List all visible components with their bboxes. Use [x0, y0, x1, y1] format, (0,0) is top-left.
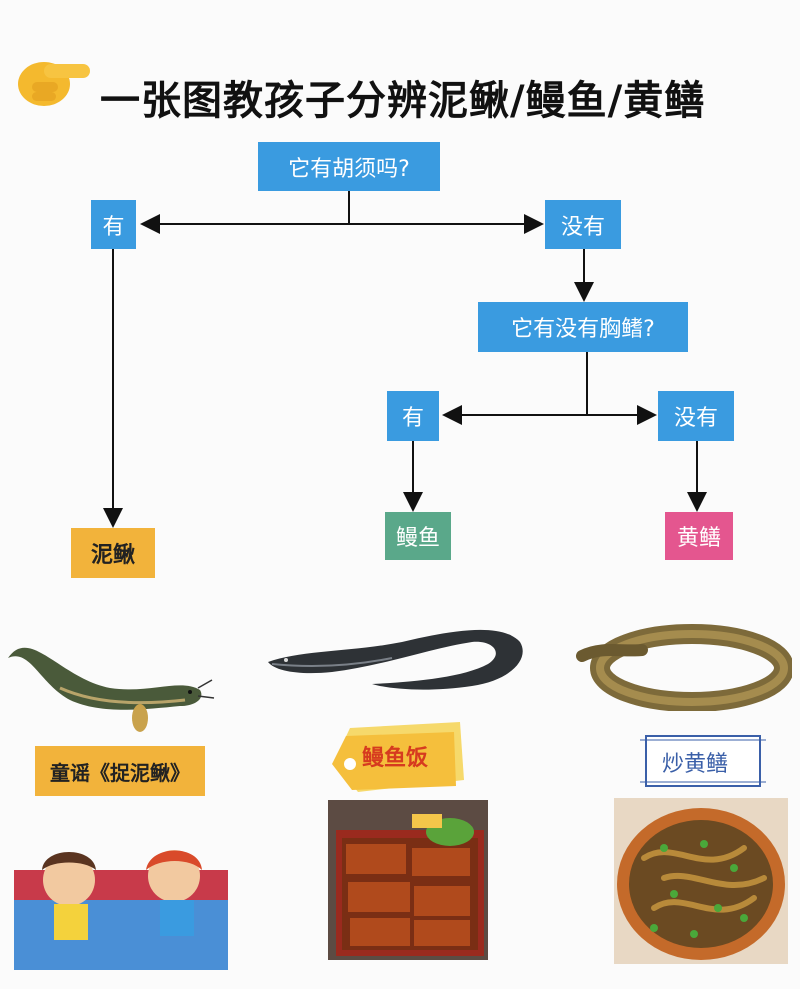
answer-no-whiskers: 没有 — [545, 200, 621, 249]
page-title: 一张图教孩子分辨泥鳅/鳗鱼/黄鳝 — [100, 78, 706, 124]
result-swamp-eel: 黄鳝 — [665, 512, 733, 560]
answer-no-fin: 没有 — [658, 391, 734, 441]
caption-stir-fry: 炒黄鳝 — [662, 752, 729, 777]
eel-image — [268, 629, 523, 690]
answer-yes-whiskers: 有 — [91, 200, 136, 249]
pointing-hand-icon — [18, 62, 90, 106]
question-pectoral-fin: 它有没有胸鳍? — [478, 302, 688, 352]
stir-fry-frame — [640, 735, 766, 787]
caption-eel-rice: 鳗鱼饭 — [362, 746, 429, 771]
stir-fried-swamp-eel-image — [614, 798, 788, 964]
result-loach: 泥鳅 — [71, 528, 155, 578]
caption-loach-song: 童谣《捉泥鳅》 — [35, 746, 205, 796]
result-eel: 鳗鱼 — [385, 512, 451, 560]
question-whiskers: 它有胡须吗? — [258, 142, 440, 191]
children-catching-loach-image — [14, 850, 228, 970]
loach-image — [8, 647, 215, 732]
swamp-eel-image — [576, 624, 792, 711]
eel-rice-tag — [332, 722, 464, 792]
eel-rice-image — [328, 800, 488, 960]
answer-yes-fin: 有 — [387, 391, 439, 441]
